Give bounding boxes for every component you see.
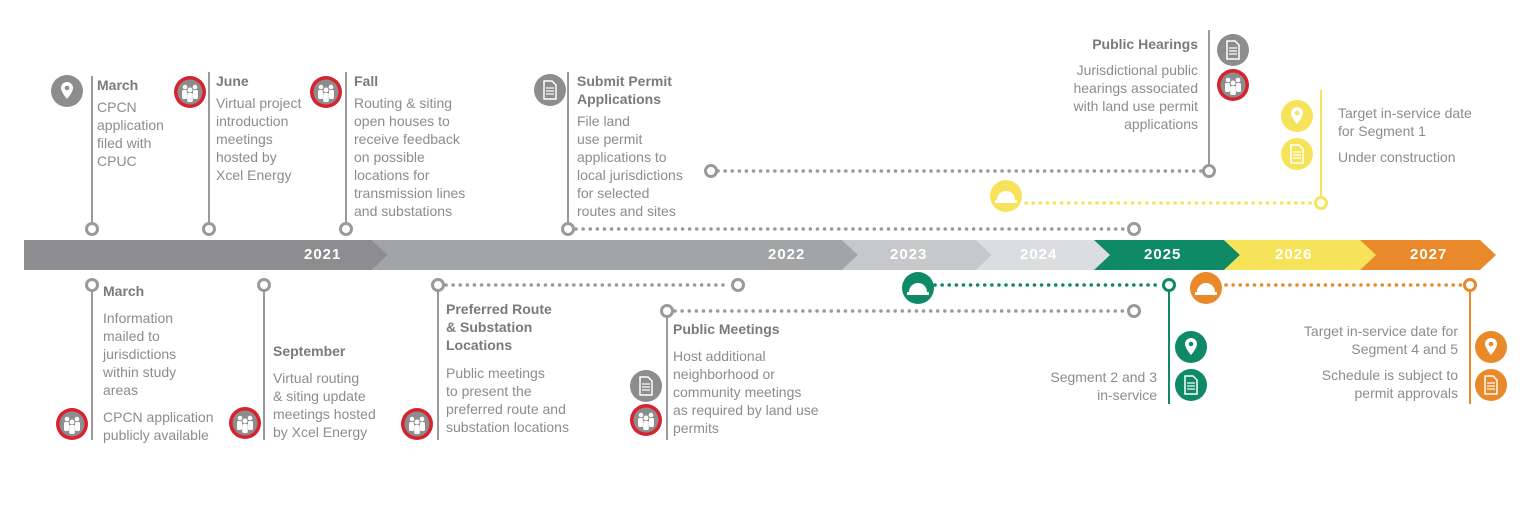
ring: [1314, 196, 1328, 210]
year-label-2025: 2025: [1144, 246, 1182, 263]
arrow-segment-2021: [24, 240, 388, 270]
event-body: Virtual project introduction meetings ho…: [216, 95, 302, 183]
event-body: Information mailed to jurisdictions with…: [103, 310, 177, 398]
event-public-hearings: Public Hearings Jurisdictional public he…: [1030, 35, 1198, 133]
people-icon: [174, 76, 206, 108]
event-public-meetings: Public Meetings Host additional neighbor…: [673, 320, 843, 437]
event-body: Target in-service date for Segment 4 and…: [1303, 323, 1458, 357]
ring: [561, 222, 575, 236]
document-icon: [1475, 369, 1507, 401]
arrow-segment-2022: [372, 240, 858, 270]
year-label-2024: 2024: [1020, 246, 1058, 263]
ring: [731, 278, 745, 292]
location-pin-icon: [51, 75, 83, 107]
arrow-segment-2026: [1224, 240, 1376, 270]
year-label-2026: 2026: [1275, 246, 1313, 263]
event-body-2: Schedule is subject to permit approvals: [1321, 367, 1458, 401]
year-label-2027: 2027: [1410, 246, 1448, 263]
arrow-segment-2024: [976, 240, 1110, 270]
ring: [85, 222, 99, 236]
event-title: Public Hearings: [1092, 36, 1198, 52]
year-label-2023: 2023: [890, 246, 928, 263]
ring: [1202, 164, 1216, 178]
event-title: June: [216, 73, 249, 89]
people-icon: [401, 408, 433, 440]
event-september: September Virtual routing & siting updat…: [273, 342, 413, 441]
event-target-seg1: Target in-service date for Segment 1 Und…: [1338, 104, 1528, 166]
document-icon: [534, 74, 566, 106]
event-march-cpcn: March CPCN application filed with CPUC: [97, 76, 207, 170]
event-body: Public meetings to present the preferred…: [446, 365, 569, 435]
people-icon: [630, 404, 662, 436]
event-preferred-route: Preferred Route & Substation Locations P…: [446, 300, 606, 436]
event-seg23: Segment 2 and 3 in-service: [1020, 368, 1157, 404]
hardhat-icon: [1190, 272, 1222, 304]
event-body: Host additional neighborhood or communit…: [673, 348, 819, 436]
ring: [202, 222, 216, 236]
hardhat-icon: [990, 180, 1022, 212]
document-icon: [630, 370, 662, 402]
ring: [704, 164, 718, 178]
event-fall: Fall Routing & siting open houses to rec…: [354, 72, 514, 220]
ring: [660, 304, 674, 318]
people-icon: [1217, 69, 1249, 101]
year-label-2021: 2021: [304, 246, 342, 263]
ring: [257, 278, 271, 292]
event-body: Virtual routing & siting update meetings…: [273, 370, 376, 440]
ring: [339, 222, 353, 236]
people-icon: [310, 76, 342, 108]
arrow-segment-2025: [1094, 240, 1240, 270]
event-body: Jurisdictional public hearings associate…: [1073, 62, 1198, 132]
event-body: Routing & siting open houses to receive …: [354, 95, 466, 219]
location-pin-icon: [1175, 331, 1207, 363]
event-title: Preferred Route & Substation Locations: [446, 301, 552, 353]
ring: [1127, 222, 1141, 236]
event-title: September: [273, 343, 346, 359]
ring: [431, 278, 445, 292]
event-title: Fall: [354, 73, 379, 89]
event-title: Submit Permit Applications: [577, 73, 672, 107]
event-march-info: March Information mailed to jurisdiction…: [103, 282, 233, 444]
event-body: CPCN application filed with CPUC: [97, 99, 164, 169]
ring: [1162, 278, 1176, 292]
ring: [1463, 278, 1477, 292]
event-body: File land use permit applications to loc…: [577, 113, 683, 219]
location-pin-icon: [1475, 331, 1507, 363]
event-title: March: [103, 283, 145, 299]
ring: [1127, 304, 1141, 318]
event-title: Public Meetings: [673, 321, 780, 337]
people-icon: [56, 408, 88, 440]
document-icon: [1217, 34, 1249, 66]
event-body-2: CPCN application publicly available: [103, 409, 214, 443]
event-june: June Virtual project introduction meetin…: [216, 72, 331, 184]
arrow-segment-2023: [842, 240, 992, 270]
event-submit-permit: Submit Permit Applications File land use…: [577, 72, 737, 220]
people-icon: [229, 407, 261, 439]
event-body-2: Under construction: [1338, 149, 1456, 165]
document-icon: [1175, 369, 1207, 401]
location-pin-icon: [1281, 100, 1313, 132]
arrow-segment-2027: [1360, 240, 1496, 270]
event-target-seg45: Target in-service date for Segment 4 and…: [1262, 322, 1458, 402]
event-body: Target in-service date for Segment 1: [1338, 105, 1472, 139]
event-title: March: [97, 77, 139, 93]
ring: [85, 278, 99, 292]
document-icon: [1281, 138, 1313, 170]
event-body: Segment 2 and 3 in-service: [1050, 369, 1157, 403]
year-label-2022: 2022: [768, 246, 806, 263]
hardhat-icon: [902, 272, 934, 304]
